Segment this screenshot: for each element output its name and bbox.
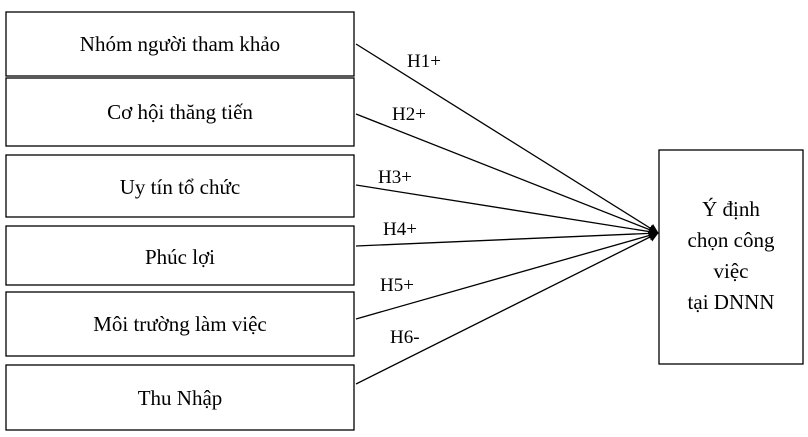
factor-label-work-environment: Môi trường làm việc	[93, 312, 267, 336]
outcome-line-2: chọn công	[688, 228, 775, 252]
hypothesis-label-h3: H3+	[378, 167, 412, 188]
arrow-h1	[355, 43, 659, 234]
factor-box-work-environment: Môi trường làm việc	[5, 291, 355, 357]
arrow-h2	[355, 113, 659, 235]
factor-label-reference-group: Nhóm người tham khảo	[80, 32, 280, 56]
hypothesis-label-h1: H1+	[407, 51, 441, 72]
factor-box-income: Thu Nhập	[5, 364, 355, 431]
arrow-h6	[355, 232, 659, 385]
factor-label-promotion-opportunity: Cơ hội thăng tiến	[107, 100, 253, 124]
hypothesis-label-h2: H2+	[392, 104, 426, 125]
hypothesis-label-h4: H4+	[383, 219, 417, 240]
outcome-box: Ý định chọn công việc tại DNNN	[658, 149, 804, 365]
factor-label-organization-reputation: Uy tín tổ chức	[120, 175, 240, 199]
arrow-h3	[355, 184, 659, 237]
outcome-line-1: Ý định	[702, 197, 760, 221]
factor-box-reference-group: Nhóm người tham khảo	[5, 11, 355, 77]
hypothesis-label-h5: H5+	[380, 275, 414, 296]
hypothesis-label-h6: H6-	[390, 327, 420, 348]
arrow-h5	[355, 230, 659, 320]
outcome-line-4: tại DNNN	[688, 290, 775, 314]
factor-label-income: Thu Nhập	[138, 386, 223, 410]
factor-label-benefits: Phúc lợi	[145, 245, 215, 269]
outcome-line-3: việc	[714, 259, 749, 283]
arrow-h4	[355, 228, 659, 247]
factor-box-promotion-opportunity: Cơ hội thăng tiến	[5, 77, 355, 147]
factor-box-benefits: Phúc lợi	[5, 225, 355, 286]
factor-box-organization-reputation: Uy tín tổ chức	[5, 154, 355, 218]
